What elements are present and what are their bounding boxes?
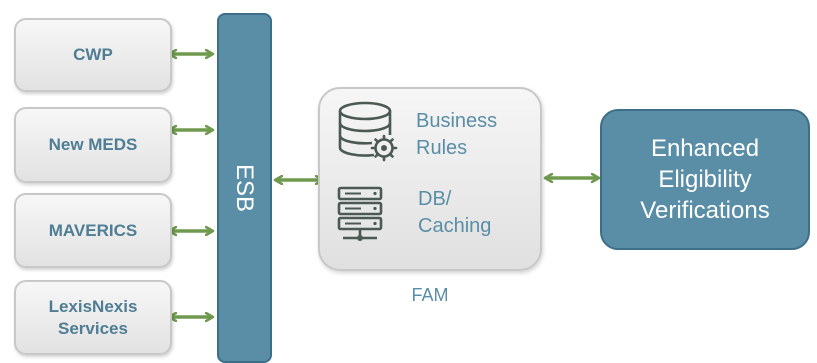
source-box-maverics: MAVERICS (14, 193, 172, 268)
source-box-cwp: CWP (14, 18, 172, 92)
eligibility-verifications-box: Enhanced Eligibility Verifications (600, 109, 810, 250)
esb-bar (217, 13, 272, 363)
database-gear-icon (338, 101, 398, 162)
business-rules-label: Business Rules (416, 110, 498, 159)
source-label-lexisnexis: LexisNexis Services (48, 296, 138, 338)
source-box-new-meds: New MEDS (14, 107, 172, 183)
server-stack-icon (337, 186, 383, 241)
source-label-new-meds: New MEDS (48, 135, 138, 154)
source-box-lexisnexis: LexisNexis Services (14, 280, 172, 355)
source-label-cwp: CWP (73, 45, 113, 64)
eligibility-verifications-label: Enhanced Eligibility Verifications (640, 135, 770, 224)
source-label-maverics: MAVERICS (48, 220, 138, 240)
db-caching-label: DB/ Caching (418, 188, 492, 237)
fam-label: FAM (411, 285, 449, 305)
